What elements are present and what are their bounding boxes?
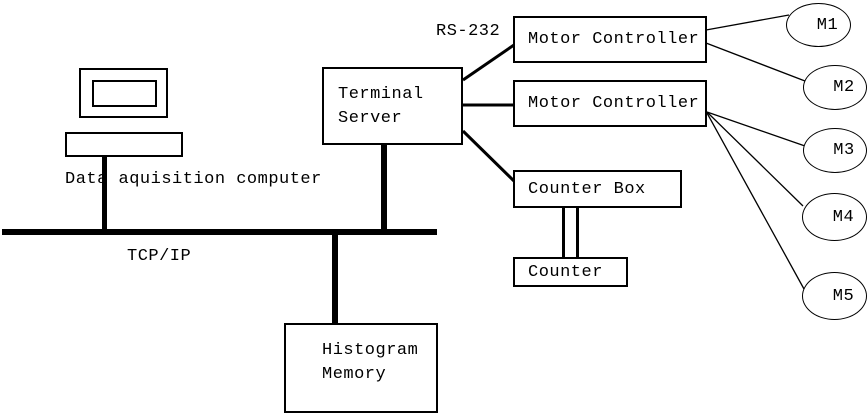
computer-bus-drop-line bbox=[102, 156, 107, 229]
histogram-bus-drop-line bbox=[332, 235, 338, 323]
tcpip-bus-line bbox=[2, 229, 437, 235]
counter-box: Counter bbox=[513, 257, 628, 287]
mc2-to-m4-line bbox=[706, 111, 804, 207]
mc2-to-m5-line bbox=[706, 112, 805, 290]
ts-to-counterbox-line bbox=[461, 129, 517, 184]
motor-m4: M4 bbox=[802, 193, 867, 241]
mc1-to-m1-line bbox=[705, 14, 790, 31]
terminal-server-box: Terminal Server bbox=[322, 67, 463, 145]
monitor-screen-icon bbox=[92, 80, 157, 107]
tcpip-label: TCP/IP bbox=[127, 247, 192, 266]
histogram-memory-box: Histogram Memory bbox=[284, 323, 438, 413]
counterbox-counter-link-line-2 bbox=[576, 208, 579, 257]
computer-label: Data aquisition computer bbox=[65, 170, 322, 189]
terminal-server-bus-drop-line bbox=[381, 144, 387, 229]
motor-m3: M3 bbox=[803, 128, 867, 173]
keyboard-icon bbox=[65, 132, 183, 157]
mc1-to-m2-line bbox=[705, 42, 806, 82]
motor-m1: M1 bbox=[786, 3, 851, 47]
motor-m2: M2 bbox=[803, 65, 867, 110]
rs232-label: RS-232 bbox=[436, 22, 501, 41]
ts-to-mc1-line bbox=[462, 43, 515, 82]
counter-box-box: Counter Box bbox=[513, 170, 682, 208]
mc2-to-m3-line bbox=[706, 111, 806, 147]
motor-controller-2-box: Motor Controller bbox=[513, 80, 707, 127]
counterbox-counter-link-line-1 bbox=[562, 208, 565, 257]
motor-m5: M5 bbox=[802, 272, 867, 320]
motor-controller-1-box: Motor Controller bbox=[513, 16, 707, 63]
